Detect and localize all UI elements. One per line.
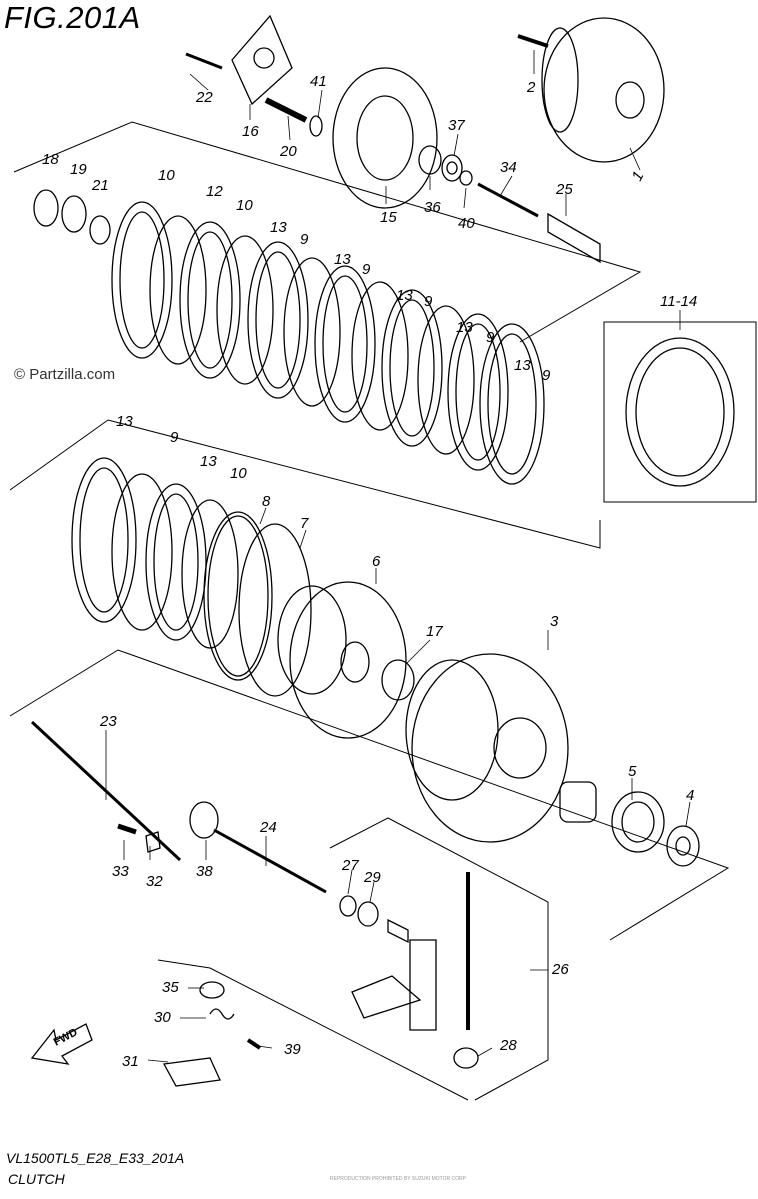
part-label-13: 13 (456, 319, 473, 336)
part-label-3: 3 (550, 613, 559, 630)
bolt-33 (117, 823, 161, 853)
part-label-28: 28 (499, 1037, 517, 1054)
leader-lines (105, 50, 691, 1063)
part-label-38: 38 (196, 863, 213, 880)
part-label-20: 20 (279, 143, 297, 160)
washer-17 (381, 659, 415, 701)
part-label-8: 8 (262, 493, 271, 510)
part-label-10: 10 (158, 167, 175, 184)
part-label-2: 2 (526, 79, 536, 96)
release-assembly (339, 872, 479, 1069)
part-label-35: 35 (162, 979, 179, 996)
part-label-27: 27 (341, 857, 359, 874)
part-label-7: 7 (300, 515, 309, 532)
part-label-18: 18 (42, 151, 59, 168)
part-label-10: 10 (236, 197, 253, 214)
part-label-9: 9 (300, 231, 309, 248)
return-spring (162, 981, 262, 1087)
part-label-16: 16 (242, 123, 259, 140)
part-label-24: 24 (259, 819, 277, 836)
clutch-plates-upper (111, 201, 545, 485)
part-label-33: 33 (112, 863, 129, 880)
part-label-41: 41 (310, 73, 327, 90)
part-label-13: 13 (396, 287, 413, 304)
release-rods (30, 720, 327, 894)
part-labels: 1234567899999910101011-14121313131313131… (42, 73, 697, 1070)
clutch-hub (277, 581, 407, 739)
part-label-26: 26 (551, 961, 569, 978)
primary-driven-gear (405, 653, 569, 843)
part-label-6: 6 (372, 553, 381, 570)
figure-name: CLUTCH (8, 1171, 65, 1187)
ring-7-8 (203, 511, 312, 697)
spacer-bearing-washer (559, 781, 700, 867)
part-label-13: 13 (116, 413, 133, 430)
part-label-17: 17 (426, 623, 443, 640)
figure-title: FIG.201A (4, 0, 141, 35)
part-label-21: 21 (91, 177, 109, 194)
part-label-9: 9 (170, 429, 179, 446)
part-label-9: 9 (486, 329, 495, 346)
part-label-40: 40 (458, 215, 475, 232)
part-label-13: 13 (334, 251, 351, 268)
part-label-13: 13 (514, 357, 531, 374)
fwd-arrow-icon: FWD (30, 1023, 93, 1065)
seals-18-19-21 (33, 189, 111, 245)
part-label-36: 36 (424, 199, 441, 216)
part-label-11-14: 11-14 (660, 293, 697, 310)
part-label-29: 29 (363, 869, 381, 886)
bearing-37 (418, 145, 473, 186)
part-label-32: 32 (146, 873, 163, 890)
part-label-37: 37 (448, 117, 465, 134)
part-label-9: 9 (362, 261, 371, 278)
inset-plate (625, 337, 735, 487)
copyright-note: REPRODUCTION PROHIBITED BY SUZUKI MOTOR … (330, 1176, 466, 1182)
part-label-9: 9 (424, 293, 433, 310)
part-label-39: 39 (284, 1041, 301, 1058)
part-label-25: 25 (555, 181, 573, 198)
part-label-9: 9 (542, 367, 551, 384)
part-label-4: 4 (686, 787, 694, 804)
part-label-5: 5 (628, 763, 637, 780)
part-label-22: 22 (195, 89, 213, 106)
part-label-23: 23 (99, 713, 117, 730)
lifter-plate (185, 14, 323, 137)
part-label-31: 31 (122, 1053, 139, 1070)
figure-code: VL1500TL5_E28_E33_201A (6, 1150, 185, 1166)
push-rod (477, 182, 601, 264)
part-label-15: 15 (380, 209, 397, 226)
part-label-34: 34 (500, 159, 517, 176)
starter-clutch (517, 17, 665, 163)
watermark: © Partzilla.com (14, 366, 116, 383)
part-label-12: 12 (206, 183, 223, 200)
clutch-plates-lower (71, 457, 239, 649)
part-label-30: 30 (154, 1009, 171, 1026)
part-label-19: 19 (70, 161, 87, 178)
part-label-1: 1 (629, 169, 648, 184)
part-label-13: 13 (270, 219, 287, 236)
pressure-plate (332, 67, 438, 209)
part-label-10: 10 (230, 465, 247, 482)
part-label-13: 13 (200, 453, 217, 470)
